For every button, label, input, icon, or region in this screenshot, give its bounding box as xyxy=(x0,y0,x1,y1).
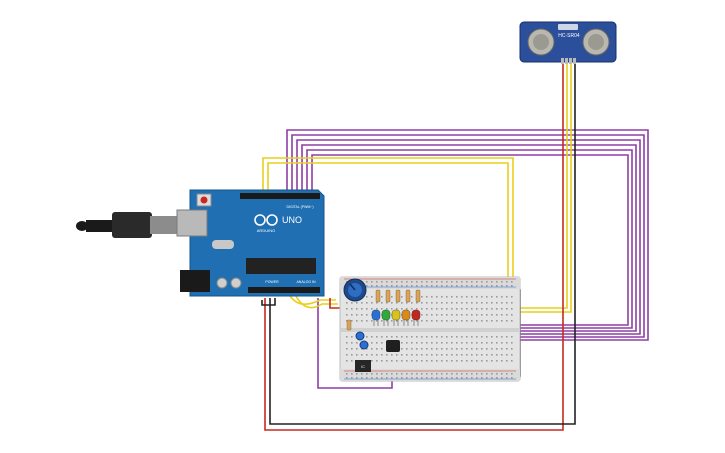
trigger-wires[interactable] xyxy=(262,60,572,313)
microcontroller-chip xyxy=(246,258,316,274)
resistors xyxy=(346,289,421,331)
arduino-brand: ARDUINO xyxy=(257,228,275,233)
analog-power-header xyxy=(248,287,320,293)
arduino-logo-icon xyxy=(254,214,278,226)
sensor-label: HC-SR04 xyxy=(558,33,580,39)
led xyxy=(371,309,381,326)
resistor xyxy=(375,289,421,303)
led xyxy=(401,309,411,326)
transistor xyxy=(386,340,400,352)
usb-cable xyxy=(76,212,180,238)
analog-header-label: ANALOG IN xyxy=(296,280,316,284)
arduino-model: UNO xyxy=(282,215,302,225)
breadboard[interactable] xyxy=(339,276,521,382)
potentiometer[interactable] xyxy=(343,278,367,302)
led xyxy=(391,309,401,326)
usb-port xyxy=(176,209,208,237)
capacitor xyxy=(216,277,228,289)
led xyxy=(411,309,421,326)
led-row xyxy=(371,309,421,326)
ultrasonic-sensor[interactable]: HC-SR04 xyxy=(519,21,617,64)
pushbutton-2[interactable] xyxy=(359,340,369,350)
power-header-label: POWER xyxy=(265,280,279,284)
crystal xyxy=(212,240,234,249)
digital-header xyxy=(240,193,320,199)
ic-label: IC xyxy=(361,364,365,369)
digital-header-label: DIGITAL (PWM~) xyxy=(286,205,313,209)
power-jack xyxy=(180,270,210,292)
breadboard-holes xyxy=(346,281,513,379)
sensor-pins xyxy=(561,58,576,64)
ic-chip: IC xyxy=(355,360,371,372)
led xyxy=(381,309,391,326)
pushbuttons[interactable] xyxy=(355,331,369,350)
arduino-board[interactable]: DIGITAL (PWM~) POWER ANALOG IN ARDUINO U… xyxy=(176,189,325,297)
pushbutton-1[interactable] xyxy=(355,331,365,341)
